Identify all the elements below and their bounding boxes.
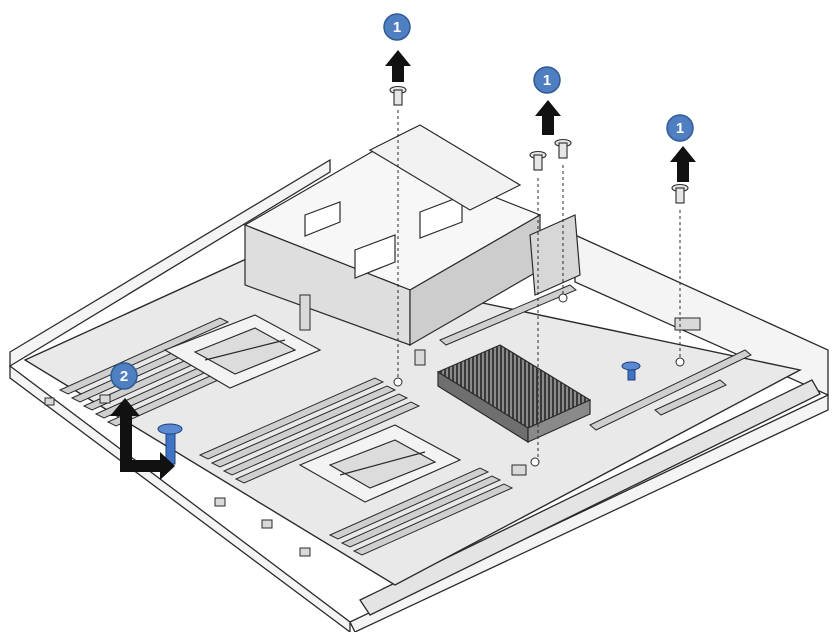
screw-3 bbox=[554, 138, 572, 159]
processor-socket-2 bbox=[298, 424, 462, 503]
svg-text:1: 1 bbox=[543, 72, 551, 89]
rear-cage bbox=[243, 124, 542, 347]
lift-pin-right bbox=[621, 361, 641, 381]
callout-2: 2 bbox=[110, 362, 138, 390]
chassis-left-wall bbox=[9, 158, 331, 368]
connectors bbox=[44, 294, 701, 557]
callout-1a: 1 bbox=[383, 13, 411, 41]
svg-text:2: 2 bbox=[120, 368, 128, 385]
processor-socket-1 bbox=[163, 314, 322, 389]
cage-opening-1 bbox=[354, 234, 396, 279]
callout-1c: 1 bbox=[666, 114, 694, 142]
bracket-top bbox=[368, 124, 522, 211]
touch-point-icon bbox=[157, 361, 641, 465]
up-arrow-icon bbox=[385, 50, 696, 182]
screw-guide-lines bbox=[397, 110, 681, 458]
chassis-rail-inner bbox=[359, 379, 821, 616]
dimm-slots-lower bbox=[328, 467, 514, 556]
cage-opening-2 bbox=[419, 195, 463, 239]
dimm-slots-middle bbox=[198, 377, 421, 484]
heatsink bbox=[436, 344, 592, 444]
up-arrow-3 bbox=[670, 146, 696, 182]
cage-opening-3 bbox=[304, 201, 341, 237]
screw-1 bbox=[389, 85, 407, 106]
svg-text:1: 1 bbox=[676, 120, 684, 137]
pcie-slots bbox=[439, 284, 752, 431]
standoffs bbox=[393, 293, 685, 467]
up-arrow-1 bbox=[385, 50, 411, 82]
up-arrow-2 bbox=[535, 100, 561, 135]
screw-4 bbox=[671, 183, 689, 204]
chassis-front-rail bbox=[349, 393, 829, 632]
screw-2 bbox=[529, 150, 547, 171]
riser-bracket bbox=[529, 214, 581, 296]
svg-text:1: 1 bbox=[393, 19, 401, 36]
lift-arrow-icon bbox=[110, 398, 175, 480]
screw-icon bbox=[389, 85, 689, 204]
chassis bbox=[9, 158, 829, 632]
callout-1b: 1 bbox=[533, 66, 561, 94]
chassis-front-wall bbox=[9, 364, 351, 632]
